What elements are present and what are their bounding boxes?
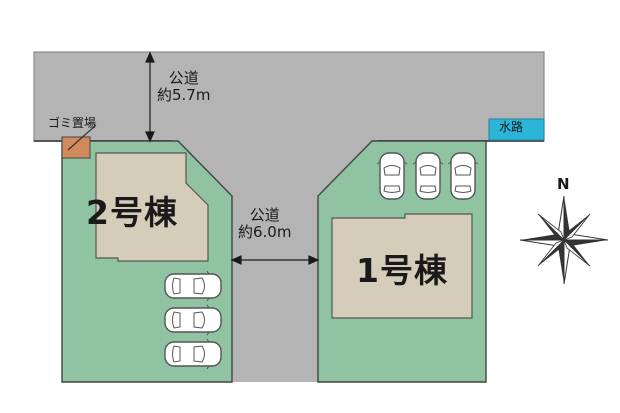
building-2-label: 2号棟 xyxy=(86,193,178,232)
center-road-dimension-arrow xyxy=(230,255,320,265)
parking-car-icon xyxy=(164,338,222,370)
garbage-area xyxy=(61,136,91,159)
center-road-name: 公道 xyxy=(249,206,280,224)
north-road-label: 公道 約5.7m xyxy=(157,69,211,105)
waterway xyxy=(488,118,545,141)
compass-north-label: N xyxy=(557,175,570,193)
building-1-footprint xyxy=(331,213,473,319)
waterway-label: 水路 xyxy=(499,120,524,134)
compass-rose-icon xyxy=(519,195,609,285)
center-road xyxy=(168,136,382,382)
north-road-name: 公道 xyxy=(168,69,199,87)
parking-car-icon xyxy=(447,152,479,200)
garbage-label: ゴミ置場 xyxy=(48,116,97,130)
building-2-footprint xyxy=(95,152,209,262)
parking-car-icon xyxy=(164,270,222,302)
center-road-label: 公道 約6.0m xyxy=(238,206,292,242)
parking-car-icon xyxy=(376,152,408,200)
center-road-width: 約6.0m xyxy=(238,223,292,242)
building-1-label: 1号棟 xyxy=(356,251,448,290)
garbage-leader-line xyxy=(67,124,97,151)
parking-car-icon xyxy=(412,152,444,200)
north-road-width: 約5.7m xyxy=(157,86,211,105)
parking-car-icon xyxy=(164,304,222,336)
north-road xyxy=(33,51,545,142)
north-road-dimension-arrow xyxy=(145,51,155,143)
